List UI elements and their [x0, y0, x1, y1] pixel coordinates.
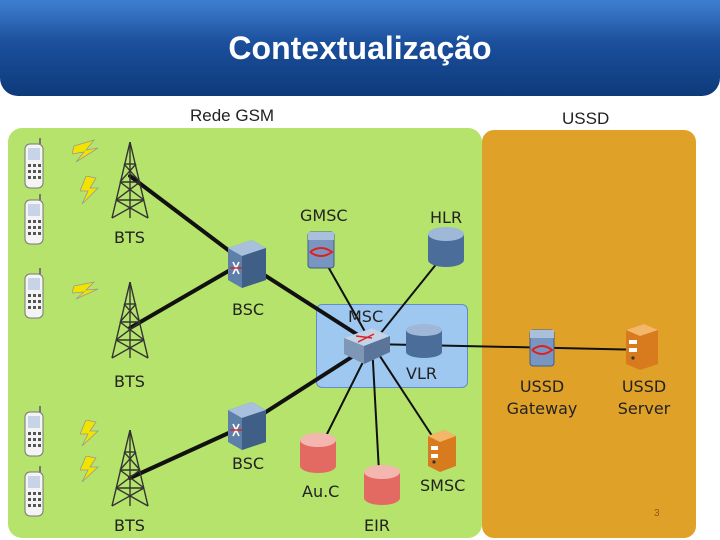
- hlr-label: HLR: [430, 208, 463, 227]
- router-icon: [529, 329, 555, 367]
- database-icon: [406, 324, 442, 358]
- bts-top-label: BTS: [114, 228, 145, 247]
- bsc-top-label: BSC: [232, 300, 265, 319]
- database-icon: [300, 433, 336, 473]
- page-number: 3: [654, 508, 660, 519]
- link-msc-smsc: [371, 343, 441, 449]
- msc-label: MSC: [348, 307, 384, 326]
- bts-bottom-label: BTS: [114, 516, 145, 535]
- mobile-phone-icon: [24, 466, 44, 517]
- lightning-icon: [80, 456, 100, 482]
- mobile-phone-icon: [24, 138, 44, 189]
- eir-label: EIR: [364, 516, 390, 535]
- server-icon: [626, 324, 658, 370]
- cell-tower-icon: [111, 430, 149, 507]
- database-icon: [428, 227, 464, 267]
- server-icon: [428, 430, 456, 472]
- router-icon: [307, 231, 335, 269]
- lightning-icon: [72, 139, 99, 163]
- mobile-phone-icon: [24, 194, 44, 245]
- smsc-label: SMSC: [420, 476, 466, 495]
- lightning-icon: [80, 176, 99, 204]
- bts-mid-label: BTS: [114, 372, 145, 391]
- cell-tower-icon: [111, 142, 149, 219]
- ussd-server-label-line2: Server: [617, 399, 671, 418]
- mobile-phone-icon: [24, 406, 44, 457]
- auc-label: Au.C: [302, 482, 340, 501]
- lightning-icon: [80, 420, 100, 446]
- ussd-server-label: USSD Server: [600, 376, 688, 420]
- page-title: Contextualização: [228, 30, 492, 66]
- gmsc-label: GMSC: [300, 206, 348, 225]
- ussd-gateway-label-line2: Gateway: [506, 399, 578, 418]
- database-icon: [364, 465, 400, 505]
- gsm-section-label: Rede GSM: [190, 106, 275, 125]
- switch-icon: [228, 240, 266, 288]
- ussd-gateway-label-line1: USSD: [519, 377, 565, 396]
- vlr-label: VLR: [406, 364, 437, 383]
- link-gmsc-msc: [321, 255, 373, 345]
- link-bts-top-bsc-top: [128, 174, 246, 264]
- switch-icon: [228, 402, 266, 450]
- switch-icon: [344, 328, 390, 364]
- link-bts-bottom-bsc-bottom: [128, 424, 246, 480]
- mobile-phone-icon: [24, 268, 44, 319]
- ussd-gateway-label: USSD Gateway: [494, 376, 590, 420]
- ussd-panel: [482, 130, 696, 538]
- title-banner: Contextualização: [0, 0, 720, 96]
- ussd-server-label-line1: USSD: [621, 377, 667, 396]
- bsc-bottom-label: BSC: [232, 454, 265, 473]
- link-hlr-msc: [371, 251, 447, 345]
- cell-tower-icon: [111, 282, 149, 359]
- link-bts-mid-bsc-top: [128, 260, 246, 330]
- lightning-icon: [72, 281, 99, 300]
- ussd-section-label: USSD: [562, 109, 610, 128]
